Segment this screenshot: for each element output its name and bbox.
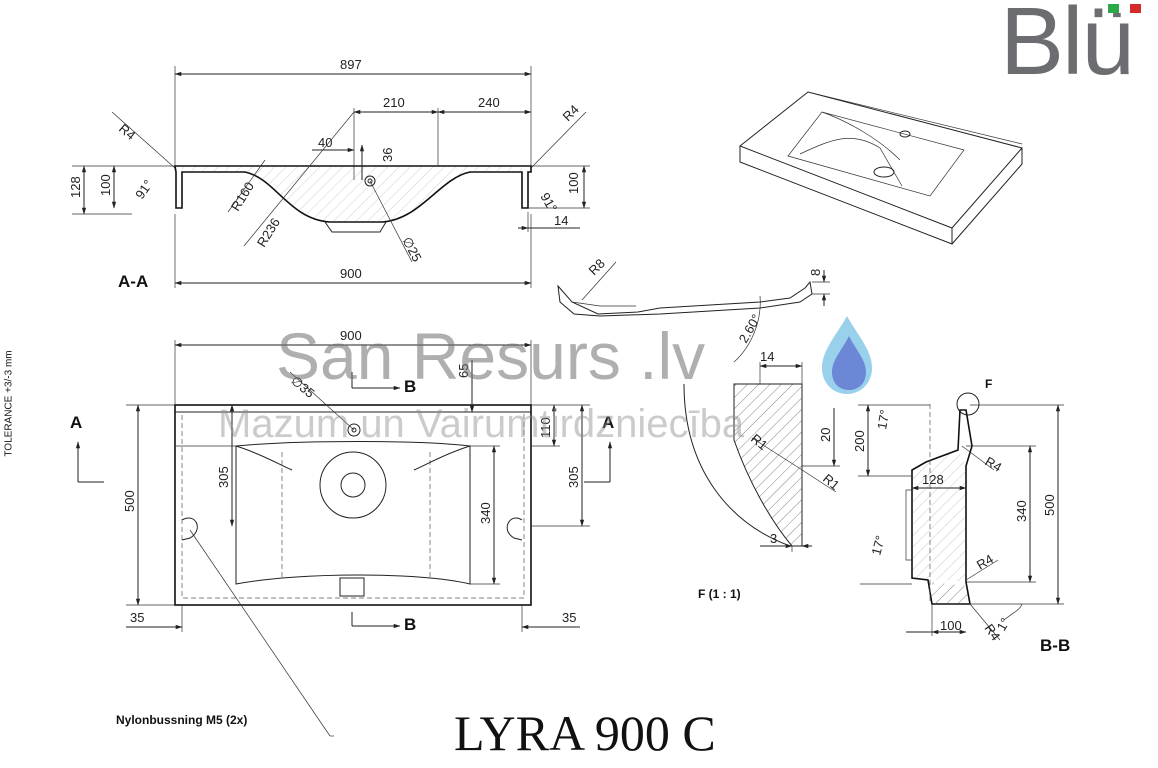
dim-36: 36 bbox=[380, 148, 395, 162]
flag-red bbox=[1130, 4, 1141, 13]
water-drop-icon bbox=[822, 316, 872, 394]
dim-2-60: 2.60° bbox=[736, 312, 764, 346]
flag-white bbox=[1119, 4, 1130, 13]
dim-210: 210 bbox=[383, 95, 405, 110]
label-detail-f: F (1 : 1) bbox=[698, 587, 741, 601]
dim-f-r1b: R1 bbox=[820, 471, 842, 493]
dim-bb-340: 340 bbox=[1014, 500, 1029, 522]
label-cut-b-top: B bbox=[404, 377, 416, 396]
dim-900-aa: 900 bbox=[340, 266, 362, 281]
dim-bb-r4-mid: R4 bbox=[974, 551, 996, 572]
label-cut-a-left: A bbox=[70, 413, 82, 432]
plan-outline bbox=[174, 404, 532, 606]
dim-340-plan: 340 bbox=[478, 502, 493, 524]
watermark-subtitle: Mazum un Vairumtirdzniecība bbox=[218, 402, 745, 446]
dim-100-right: 100 bbox=[566, 172, 581, 194]
label-section-aa: A-A bbox=[118, 272, 148, 291]
dim-bb-500: 500 bbox=[1042, 494, 1057, 516]
dim-d25: ∅25 bbox=[399, 234, 424, 264]
model-name: LYRA 900 C bbox=[454, 705, 716, 761]
label-cut-a-right: A bbox=[602, 413, 614, 432]
dim-128: 128 bbox=[68, 176, 83, 198]
flag-green bbox=[1108, 4, 1119, 13]
watermark-title: San Resurs .lv bbox=[276, 319, 706, 393]
dim-500-plan: 500 bbox=[122, 490, 137, 512]
dim-8: 8 bbox=[808, 269, 823, 276]
dim-bb-128: 128 bbox=[922, 472, 944, 487]
dim-65: 65 bbox=[456, 364, 471, 378]
dim-91-left: 91° bbox=[132, 177, 156, 202]
dim-bb-17-bottom: 17° bbox=[868, 534, 888, 557]
dim-110: 110 bbox=[538, 417, 553, 438]
section-bb: F 200 17° R4 128 340 500 17° R4 bbox=[852, 377, 1070, 655]
iso-view bbox=[739, 91, 1023, 245]
dim-900-plan: 900 bbox=[340, 328, 362, 343]
dim-bb-200: 200 bbox=[852, 430, 867, 452]
dim-f-14: 14 bbox=[760, 349, 774, 364]
dim-35-left: 35 bbox=[130, 610, 144, 625]
plan-view: 900 ∅35 65 305 340 110 305 bbox=[70, 328, 614, 737]
label-section-bb: B-B bbox=[1040, 636, 1070, 655]
dim-r4-right: R4 bbox=[560, 102, 582, 124]
detail-f: 14 R1 R1 20 3 F (1 : 1) bbox=[683, 349, 842, 601]
dim-14: 14 bbox=[554, 213, 568, 228]
section-aa: 897 210 240 R4 R4 40 36 128 100 91° bbox=[68, 57, 590, 291]
label-detail-f-mark: F bbox=[985, 377, 992, 391]
dim-40: 40 bbox=[318, 135, 332, 150]
dim-100-left: 100 bbox=[98, 174, 113, 196]
dim-240: 240 bbox=[478, 95, 500, 110]
dim-897: 897 bbox=[340, 57, 362, 72]
dim-f-20: 20 bbox=[818, 428, 833, 442]
dim-35-right: 35 bbox=[562, 610, 576, 625]
label-cut-b-bottom: B bbox=[404, 615, 416, 634]
dim-bb-17-top: 17° bbox=[874, 409, 892, 431]
dim-r4-left: R4 bbox=[116, 121, 138, 143]
dim-305-right: 305 bbox=[566, 466, 581, 488]
brand-logo: Blü bbox=[1000, 0, 1155, 95]
brand-name: Blü bbox=[1000, 0, 1135, 95]
dim-r236: R236 bbox=[254, 215, 283, 249]
dim-r160: R160 bbox=[228, 179, 257, 213]
dim-305-left: 305 bbox=[216, 466, 231, 488]
note-nylon-bushing: Nylonbussning M5 (2x) bbox=[116, 713, 247, 727]
dim-bb-100: 100 bbox=[940, 618, 962, 633]
dim-91-right: 91° bbox=[537, 190, 560, 215]
dim-bb-r4-top: R4 bbox=[983, 454, 1005, 475]
dim-f-3: 3 bbox=[770, 531, 777, 546]
